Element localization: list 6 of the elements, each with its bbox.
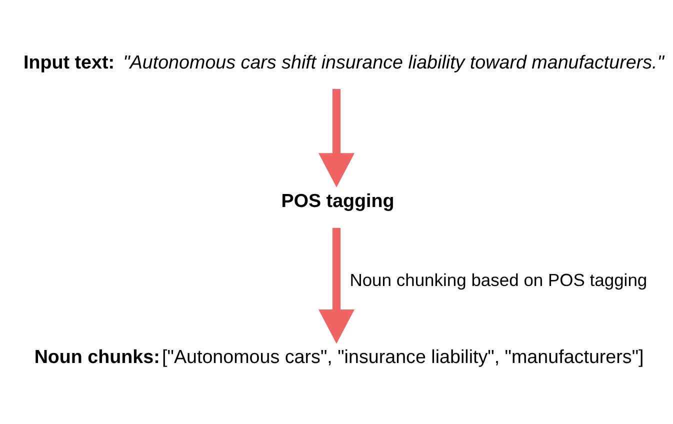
node-text: Noun chunks:["Autonomous cars", "insurance liability", "manufacturers"]	[34, 346, 644, 368]
arrow	[318, 89, 354, 188]
node-text: Input text: "Autonomous cars shift insurance liability toward manufacturers."	[24, 51, 664, 72]
edge-label: Noun chunking based on POS tagging	[350, 270, 648, 290]
node-text: POS tagging	[281, 190, 394, 211]
arrow	[318, 228, 354, 344]
